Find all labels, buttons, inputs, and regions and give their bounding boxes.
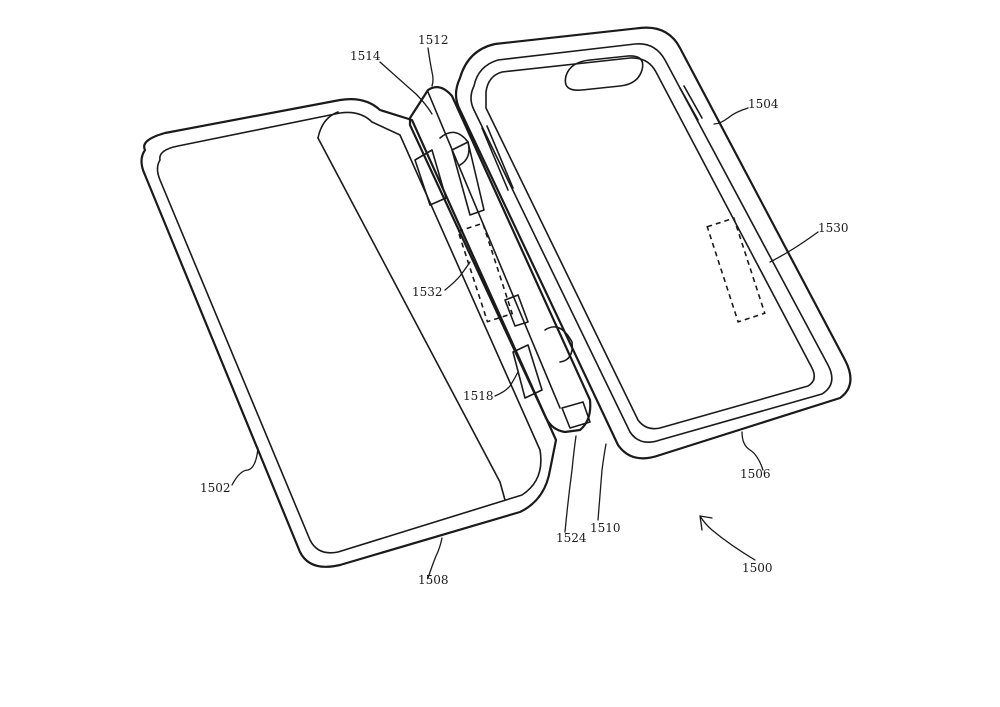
hinge-spine xyxy=(408,85,592,434)
label-1508: 1508 xyxy=(418,573,449,587)
left-cover-panel xyxy=(140,98,558,568)
label-1506: 1506 xyxy=(740,467,771,481)
label-1532: 1532 xyxy=(412,285,443,299)
label-1512: 1512 xyxy=(418,33,449,47)
label-1510: 1510 xyxy=(590,521,621,535)
label-1504: 1504 xyxy=(748,97,779,111)
label-1524: 1524 xyxy=(556,531,587,545)
label-1530: 1530 xyxy=(818,221,849,235)
right-case-panel xyxy=(454,26,852,460)
label-1502: 1502 xyxy=(200,481,231,495)
leader-lines xyxy=(231,47,819,579)
label-1518: 1518 xyxy=(463,389,494,403)
label-1500: 1500 xyxy=(742,561,773,575)
label-1514: 1514 xyxy=(350,49,381,63)
reference-numerals: 1502 1504 1506 1508 1510 1512 1514 1518 … xyxy=(200,33,849,587)
